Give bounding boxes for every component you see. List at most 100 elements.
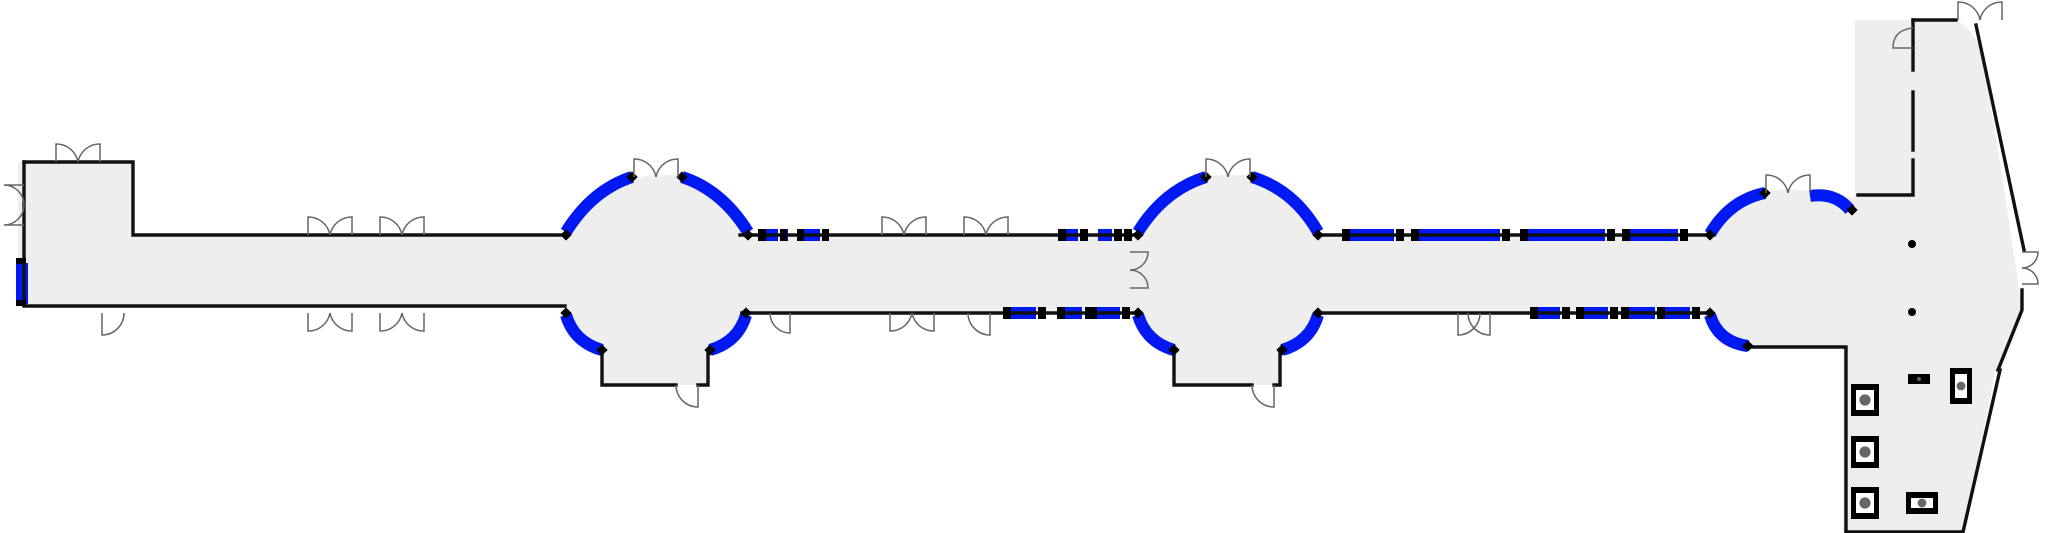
window-node-19 xyxy=(1846,204,1858,216)
window-node-8 xyxy=(740,307,752,319)
wall-segment-14 xyxy=(1973,22,2027,253)
door-swing-icon-11 xyxy=(963,216,987,236)
workstation-icon xyxy=(1851,487,1879,519)
workstation-icon xyxy=(1851,436,1879,468)
mullion-2 xyxy=(780,229,787,241)
window-node-14 xyxy=(1168,344,1180,356)
workstation-icon xyxy=(1908,374,1930,384)
door-swing-icon-1 xyxy=(55,143,79,163)
wall-segment-11 xyxy=(1743,345,1848,533)
window-pane-icon-7 xyxy=(1250,171,1324,236)
door-swing-icon-36 xyxy=(1892,27,1914,49)
mullion-24 xyxy=(1562,307,1570,319)
mullion-11 xyxy=(1057,307,1065,319)
window-pane-icon-3 xyxy=(680,171,754,236)
mullion-31 xyxy=(16,300,26,306)
window-node-13 xyxy=(1132,307,1144,319)
mullion-1 xyxy=(758,229,766,241)
door-swing-icon-31 xyxy=(1251,384,1275,408)
door-swing-icon-38 xyxy=(2021,267,2039,285)
workstation-chair xyxy=(1956,381,1966,391)
door-swing-icon-8 xyxy=(655,158,679,178)
mullion-21 xyxy=(1622,229,1630,241)
workstation-chair xyxy=(1917,498,1927,508)
window-node-3 xyxy=(676,171,688,183)
window-pane-icon-4 xyxy=(560,313,604,356)
window-pane-icon-9 xyxy=(1280,313,1324,356)
door-swing-icon-17 xyxy=(1957,1,1981,21)
wall-segment-8 xyxy=(1272,350,1282,387)
door-swing-icon-6 xyxy=(401,216,425,236)
mullion-26 xyxy=(1610,307,1618,319)
mullion-12 xyxy=(1085,307,1093,319)
wall-segment-13 xyxy=(1995,288,2024,373)
mullion-17 xyxy=(1411,229,1419,241)
workstation-chair xyxy=(1859,394,1871,406)
mullion-28 xyxy=(1657,307,1665,319)
mullion-13 xyxy=(1090,307,1097,319)
mullion-16 xyxy=(1396,229,1404,241)
door-swing-icon-16 xyxy=(1787,174,1811,194)
door-swing-icon-32 xyxy=(3,184,25,206)
door-swing-icon-2 xyxy=(77,143,101,163)
window-node-18 xyxy=(1759,187,1771,199)
workstation-icon xyxy=(1906,492,1938,514)
window-node-12 xyxy=(1312,229,1324,241)
window-node-7 xyxy=(704,344,716,356)
window-node-6 xyxy=(596,344,608,356)
door-swing-icon-9 xyxy=(881,216,905,236)
door-swing-icon-12 xyxy=(985,216,1009,236)
wall-segment-18 xyxy=(1856,158,1915,197)
door-swing-icon-26 xyxy=(769,312,791,334)
door-swing-icon-35 xyxy=(1129,269,1149,289)
west-rotunda-floor xyxy=(568,175,750,385)
workstation-chair xyxy=(1859,497,1871,509)
door-swing-icon-24 xyxy=(911,312,935,332)
column-icon xyxy=(1908,240,1916,248)
workstation-chair xyxy=(1859,446,1871,458)
window-node-11 xyxy=(1246,171,1258,183)
mullion-14 xyxy=(1122,307,1130,319)
mullion-22 xyxy=(1680,229,1688,241)
mullion-7 xyxy=(1114,229,1122,241)
workstation-icon xyxy=(1851,384,1879,416)
door-layer xyxy=(3,1,2039,408)
mullion-20 xyxy=(1607,229,1615,241)
mullion-19 xyxy=(1520,229,1528,241)
east-corridor-floor xyxy=(1306,235,1712,313)
fixture-layer xyxy=(1851,240,1972,519)
door-swing-icon-3 xyxy=(307,216,331,236)
window-pane-icon-12 xyxy=(1704,312,1750,352)
workstation-icon xyxy=(1950,368,1972,404)
west-wing-corridor-floor xyxy=(18,162,568,306)
window-node-16 xyxy=(1312,307,1324,319)
floor-layer xyxy=(18,20,2022,532)
mullion-18 xyxy=(1502,229,1510,241)
window-node-4 xyxy=(742,229,754,241)
window-node-1 xyxy=(560,229,572,241)
mullion-8 xyxy=(1124,229,1132,241)
mullion-30 xyxy=(16,258,26,264)
window-node-15 xyxy=(1276,344,1288,356)
mullion-27 xyxy=(1621,307,1629,319)
window-pane-icon-2 xyxy=(560,171,634,236)
wall-layer xyxy=(16,18,2027,533)
mullion-10 xyxy=(1038,307,1046,319)
door-swing-icon-23 xyxy=(889,312,913,332)
window-pane-icon-5 xyxy=(708,313,752,356)
window-node-17 xyxy=(1704,229,1716,241)
workstation-chair xyxy=(1917,377,1921,381)
door-swing-icon-27 xyxy=(967,312,991,336)
window-pane-icon-11 xyxy=(1809,189,1855,215)
mullion-15 xyxy=(1342,229,1350,241)
mullion-29 xyxy=(1692,307,1700,319)
door-swing-icon-15 xyxy=(1765,174,1789,194)
mullion-9 xyxy=(1003,307,1011,319)
door-swing-icon-25 xyxy=(101,312,125,336)
window-pane-icon-10 xyxy=(1704,187,1767,238)
window-pane-icon-8 xyxy=(1132,313,1176,356)
column-icon xyxy=(1908,308,1916,316)
door-swing-icon-19 xyxy=(307,312,331,332)
door-swing-icon-37 xyxy=(2021,251,2039,269)
